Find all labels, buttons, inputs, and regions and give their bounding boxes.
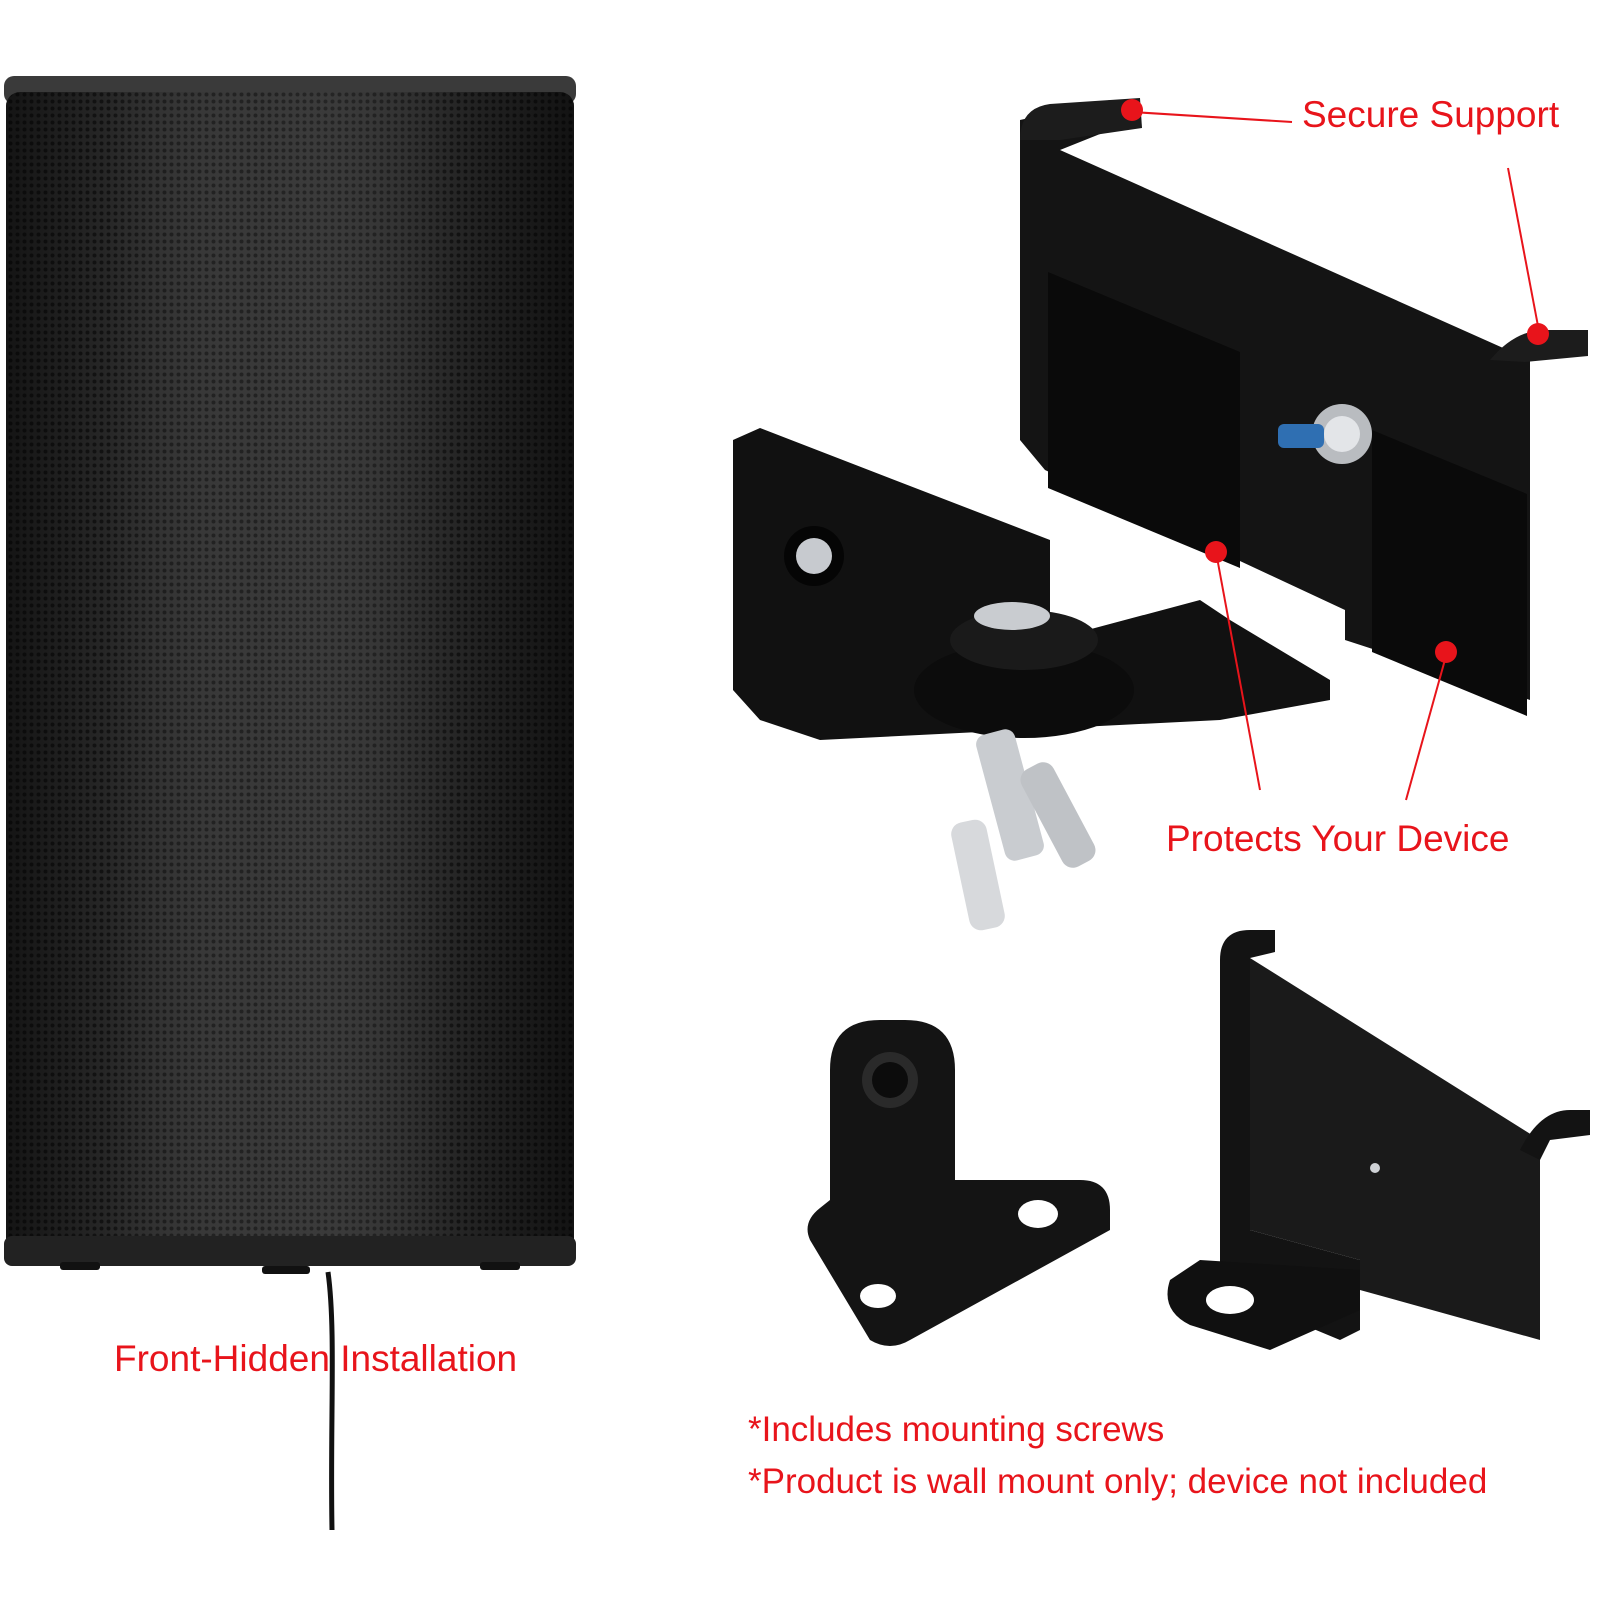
wall-plate-icon [807, 1020, 1110, 1346]
screws-note: *Includes mounting screws [748, 1410, 1165, 1449]
cradle-bracket-icon [1167, 930, 1590, 1350]
protects-device-dot-2 [1435, 641, 1457, 663]
front-hidden-label: Front-Hidden Installation [114, 1338, 518, 1379]
secure-support-label: Secure Support [1302, 94, 1560, 135]
protects-device-label: Protects Your Device [1166, 818, 1510, 859]
protects-device-dot-1 [1205, 541, 1227, 563]
secure-support-dot-2 [1527, 323, 1549, 345]
assembled-mount-icon [733, 98, 1588, 931]
mount-only-note: *Product is wall mount only; device not … [748, 1462, 1488, 1501]
secure-support-dot-1 [1121, 99, 1143, 121]
speaker-icon [4, 76, 576, 1531]
